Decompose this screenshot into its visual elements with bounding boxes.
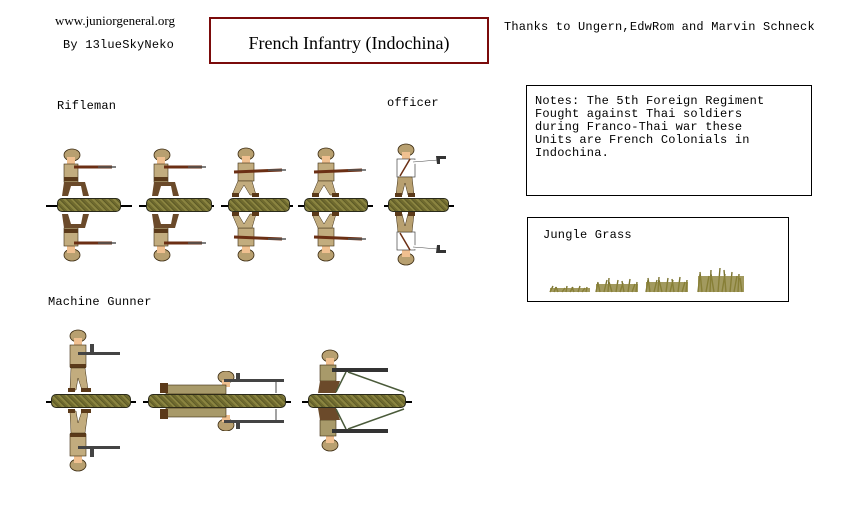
rifleman-charging-figure-mirror: [312, 211, 368, 263]
rifleman-advancing-figure: [150, 147, 208, 198]
grass-tufts-icon: [549, 267, 744, 293]
machine-gunner-tripod-figure-mirror: [317, 407, 405, 452]
section-label-rifleman: Rifleman: [57, 99, 117, 113]
section-label-machine-gunner: Machine Gunner: [48, 295, 152, 309]
rifleman-running-figure-mirror: [232, 211, 288, 263]
machine-gunner-prone-figure: [160, 371, 285, 395]
notes-text: Notes: The 5th Foreign Regiment Fought a…: [535, 94, 765, 160]
officer-pistol-figure: [393, 142, 448, 198]
machine-gunner-standing-figure: [67, 329, 121, 393]
section-label-officer: officer: [387, 96, 439, 110]
officer-pistol-figure-mirror: [393, 211, 448, 267]
rifleman-running-figure: [232, 146, 288, 198]
machine-gunner-tripod-figure: [317, 349, 405, 394]
jungle-grass-label: Jungle Grass: [543, 228, 632, 242]
figure-base: [308, 394, 406, 408]
title-box: French Infantry (Indochina): [209, 17, 489, 64]
thanks-credit: Thanks to Ungern,EdwRom and Marvin Schne…: [504, 20, 815, 34]
figure-base: [228, 198, 290, 212]
notes-box: Notes: The 5th Foreign Regiment Fought a…: [526, 85, 812, 196]
machine-gunner-prone-figure-mirror: [160, 407, 285, 431]
rifleman-kneeling-figure-mirror: [60, 212, 118, 263]
site-url[interactable]: www.juniorgeneral.org: [55, 13, 175, 28]
figure-base: [304, 198, 368, 212]
page-title: French Infantry (Indochina): [248, 33, 450, 53]
jungle-grass-box: Jungle Grass: [527, 217, 789, 302]
figure-base: [388, 198, 449, 212]
figure-base: [148, 394, 286, 408]
figure-base: [51, 394, 131, 408]
rifleman-charging-figure: [312, 146, 368, 198]
rifleman-kneeling-figure: [60, 147, 118, 198]
machine-gunner-standing-figure-mirror: [67, 408, 121, 472]
author-credit: By 13lueSkyNeko: [63, 38, 175, 52]
figure-base: [146, 198, 212, 212]
figure-base: [57, 198, 121, 212]
rifleman-advancing-figure-mirror: [150, 212, 208, 263]
